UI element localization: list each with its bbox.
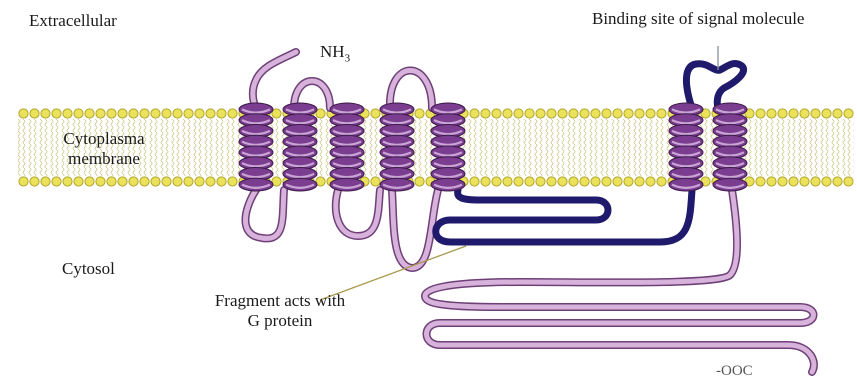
- label-nh3: NH3: [320, 42, 350, 62]
- fragment-line2: G protein: [190, 311, 370, 331]
- navy-intracellular-loop: [436, 190, 692, 242]
- label-fragment: Fragment acts with G protein: [190, 291, 370, 331]
- nh3-text: NH: [320, 42, 345, 61]
- cytoplasma-line1: Cytoplasma: [44, 129, 164, 149]
- label-extracellular: Extracellular: [29, 11, 117, 31]
- fragment-line1: Fragment acts with: [190, 291, 370, 311]
- label-cytoplasma-membrane: Cytoplasma membrane: [44, 129, 164, 169]
- label-binding-site: Binding site of signal molecule: [592, 9, 804, 29]
- navy-binding-loop: [686, 63, 743, 108]
- label-cytosol: Cytosol: [62, 259, 115, 279]
- nh3-subscript: 3: [345, 52, 351, 64]
- cytoplasma-line2: membrane: [44, 149, 164, 169]
- label-cooh: -OOC: [716, 361, 753, 381]
